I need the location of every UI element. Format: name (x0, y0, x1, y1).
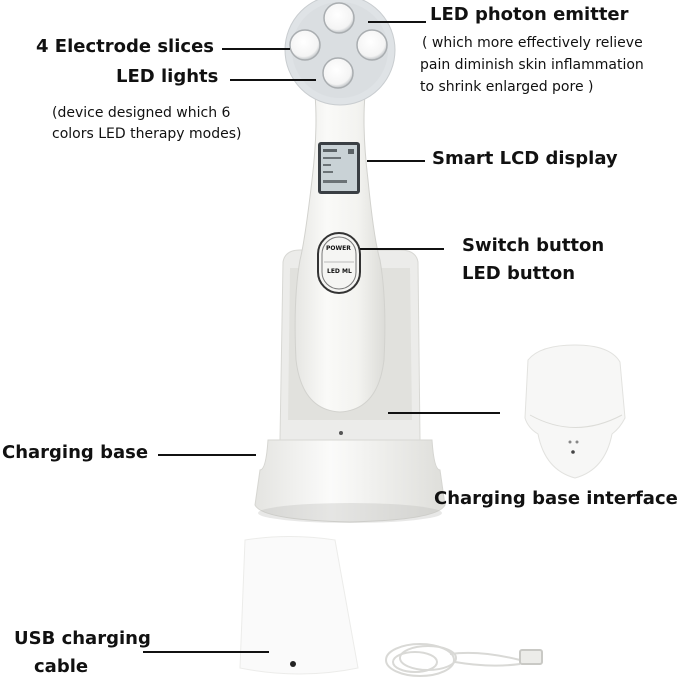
power-key-label: POWER (326, 245, 351, 252)
callout-line-led (230, 79, 316, 81)
label-charging-base-interface: Charging base interface (434, 488, 678, 509)
device-body-shape (284, 0, 396, 413)
label-switch-button: Switch button (462, 235, 605, 256)
label-electrode-slices: 4 Electrode slices (36, 36, 214, 57)
led-key-label: LED ML (327, 268, 352, 275)
usb-adapter-shape (239, 536, 359, 675)
callout-line-lcd (367, 160, 425, 162)
label-smart-lcd: Smart LCD display (432, 148, 618, 169)
label-led-button: LED button (462, 263, 576, 284)
usb-cable-shape (385, 643, 543, 677)
callout-line-interface (388, 412, 500, 414)
label-usb-charging: USB charging (14, 628, 151, 649)
callout-line-switch (360, 248, 444, 250)
note-photon-2: pain diminish skin inflammation (420, 57, 644, 73)
callout-line-usb (143, 651, 269, 653)
control-buttons (317, 232, 361, 294)
note-photon-3: to shrink enlarged pore ) (420, 79, 594, 95)
note-led-lights-1: (device designed which 6 (52, 105, 231, 121)
base-interface-shape (524, 344, 626, 479)
note-led-lights-2: colors LED therapy modes) (52, 126, 242, 142)
label-led-photon-emitter: LED photon emitter (430, 4, 629, 25)
label-led-lights: LED lights (116, 66, 219, 87)
note-photon-1: ( which more effectively relieve (422, 35, 643, 51)
callout-line-electrode (222, 48, 290, 50)
label-charging-base: Charging base (2, 442, 149, 463)
lcd-screen (318, 142, 360, 194)
label-usb-cable: cable (34, 656, 89, 677)
callout-line-photon (368, 21, 426, 23)
callout-line-base (158, 454, 256, 456)
electrode-heads (289, 2, 388, 89)
